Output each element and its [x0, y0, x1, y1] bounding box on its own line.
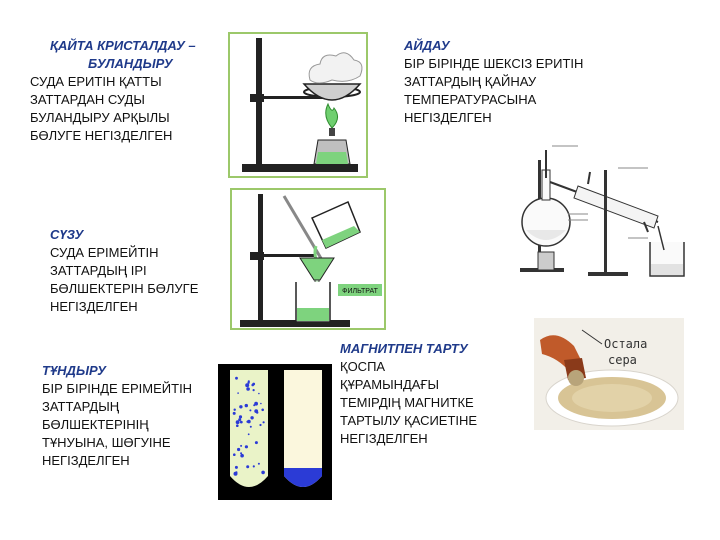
distillation-block: АЙДАУ БІР БІРІНДЕ ШЕКСІЗ ЕРИТІН ЗАТТАРДЫ…	[404, 37, 583, 127]
filtration-body-line-2: ЗАТТАРДЫҢ ІРІ	[50, 263, 147, 278]
sedimentation-body-line-5: НЕГІЗДЕЛГЕН	[42, 453, 130, 468]
distillation-body-line-2: ЗАТТАРДЫҢ ҚАЙНАУ	[404, 74, 537, 89]
filtration-body-line-4: НЕГІЗДЕЛГЕН	[50, 299, 138, 314]
suspended-particle	[235, 376, 238, 380]
suspended-particle	[244, 445, 248, 449]
suspended-particle	[233, 453, 236, 456]
filtration-title: СҮЗУ	[50, 227, 84, 242]
sedimentation-block: ТҰНДЫРУ БІР БІРІНДЕ ЕРІМЕЙТІН ЗАТТАРДЫҢ …	[42, 362, 192, 470]
filtration-apparatus-figure: ФИЛЬТРАТ	[230, 188, 386, 330]
suspended-particle	[258, 392, 260, 395]
suspended-particle	[246, 420, 249, 423]
evaporation-body-line-4: БӨЛУГЕ НЕГІЗДЕЛГЕН	[30, 128, 173, 143]
suspended-particle	[250, 416, 254, 420]
magnet-body-line-1: ҚОСПА	[340, 359, 386, 374]
suspended-particle	[240, 453, 244, 458]
suspended-particle	[261, 470, 265, 475]
suspended-particle	[246, 387, 250, 391]
suspended-particle	[252, 465, 255, 468]
suspended-particle	[260, 402, 262, 405]
evaporation-title-line-2: БУЛАНДЫРУ	[88, 56, 173, 71]
suspended-particle	[237, 392, 239, 394]
sedimentation-body-line-1: БІР БІРІНДЕ ЕРІМЕЙТІН	[42, 381, 193, 396]
suspended-particle	[252, 389, 255, 392]
suspended-particle	[247, 381, 250, 384]
sedimentation-body-line-4: ТҰНУЫНА, ШӨГУІНЕ	[42, 435, 171, 450]
suspended-particle	[239, 405, 243, 409]
magnet-block: МАГНИТПЕН ТАРТУ ҚОСПА ҚҰРАМЫНДАҒЫ ТЕМІРД…	[340, 340, 477, 448]
suspended-particle	[235, 471, 238, 474]
suspended-particle	[236, 424, 239, 427]
filtration-block: СҮЗУ СУДА ЕРІМЕЙТІН ЗАТТАРДЫҢ ІРІ БӨЛШЕК…	[50, 226, 198, 316]
magnet-separation-figure: Остала сера	[534, 318, 684, 430]
magnet-body-line-2: ҚҰРАМЫНДАҒЫ	[340, 377, 440, 392]
magnet-body-line-4: ТАРТЫЛУ ҚАСИЕТІНЕ	[340, 413, 478, 428]
suspended-particle	[244, 403, 248, 408]
magnet-title: МАГНИТПЕН ТАРТУ	[340, 341, 468, 356]
filtration-body-line-1: СУДА ЕРІМЕЙТІН	[50, 245, 159, 260]
test-tube-suspension	[230, 370, 268, 487]
suspended-particle	[240, 444, 243, 447]
suspended-particle	[254, 409, 259, 413]
magnet-body-line-3: ТЕМІРДІҢ МАГНИТКЕ	[340, 395, 474, 410]
suspended-particle	[232, 411, 236, 415]
distillation-apparatus-figure	[520, 145, 685, 277]
suspended-particle	[262, 421, 265, 424]
suspended-particle	[238, 415, 243, 419]
evaporation-body-line-2: ЗАТТАРДАН СУДЫ	[30, 92, 145, 107]
sedimentation-body-line-3: БӨЛШЕКТЕРІНІҢ	[42, 417, 149, 432]
suspended-particle	[237, 447, 241, 452]
distillation-body-line-3: ТЕМПЕРАТУРАСЫНА	[404, 92, 537, 107]
evaporation-body-line-3: БУЛАНДЫРУ АРҚЫЛЫ	[30, 110, 170, 125]
suspended-particle	[235, 420, 240, 425]
suspended-particle	[254, 401, 258, 406]
distillation-body-line-1: БІР БІРІНДЕ ШЕКСІЗ ЕРИТІН	[404, 56, 584, 71]
sedimentation-tubes-figure	[218, 364, 332, 500]
evaporation-apparatus-figure	[228, 32, 368, 178]
distillation-body-line-4: НЕГІЗДЕЛГЕН	[404, 110, 492, 125]
suspended-particle	[247, 433, 250, 436]
distillation-title: АЙДАУ	[404, 38, 450, 53]
magnet-body-line-5: НЕГІЗДЕЛГЕН	[340, 431, 428, 446]
filtrate-label: ФИЛЬТРАТ	[342, 288, 378, 295]
suspended-particle	[233, 408, 236, 411]
suspended-particle	[254, 441, 258, 445]
remaining-sulfur-label-line-2: сера	[608, 353, 637, 367]
sedimentation-title: ТҰНДЫРУ	[42, 363, 106, 378]
evaporation-title-line-1: ҚАЙТА КРИСТАЛДАУ –	[50, 38, 196, 53]
suspended-particle	[259, 423, 262, 427]
evaporation-block: ҚАЙТА КРИСТАЛДАУ – БУЛАНДЫРУ СУДА ЕРИТІН…	[30, 37, 196, 145]
sedimentation-body-line-2: ЗАТТАРДЫҢ	[42, 399, 120, 414]
test-tube-sediment	[284, 370, 322, 487]
suspended-particle	[257, 462, 260, 465]
suspended-particle	[246, 465, 250, 469]
evaporation-body-line-1: СУДА ЕРИТІН ҚАТТЫ	[30, 74, 162, 89]
suspended-particle	[249, 409, 252, 412]
suspended-particle	[238, 418, 242, 422]
suspended-particle	[249, 425, 252, 428]
suspended-particle	[240, 452, 243, 455]
suspended-particle	[239, 420, 243, 424]
suspended-particle	[245, 383, 250, 388]
filtration-body-line-3: БӨЛШЕКТЕРІН БӨЛУГЕ	[50, 281, 199, 296]
suspended-particle	[261, 408, 264, 412]
suspended-particle	[251, 383, 254, 387]
remaining-sulfur-label-line-1: Остала	[604, 337, 647, 351]
suspended-particle	[234, 465, 238, 469]
